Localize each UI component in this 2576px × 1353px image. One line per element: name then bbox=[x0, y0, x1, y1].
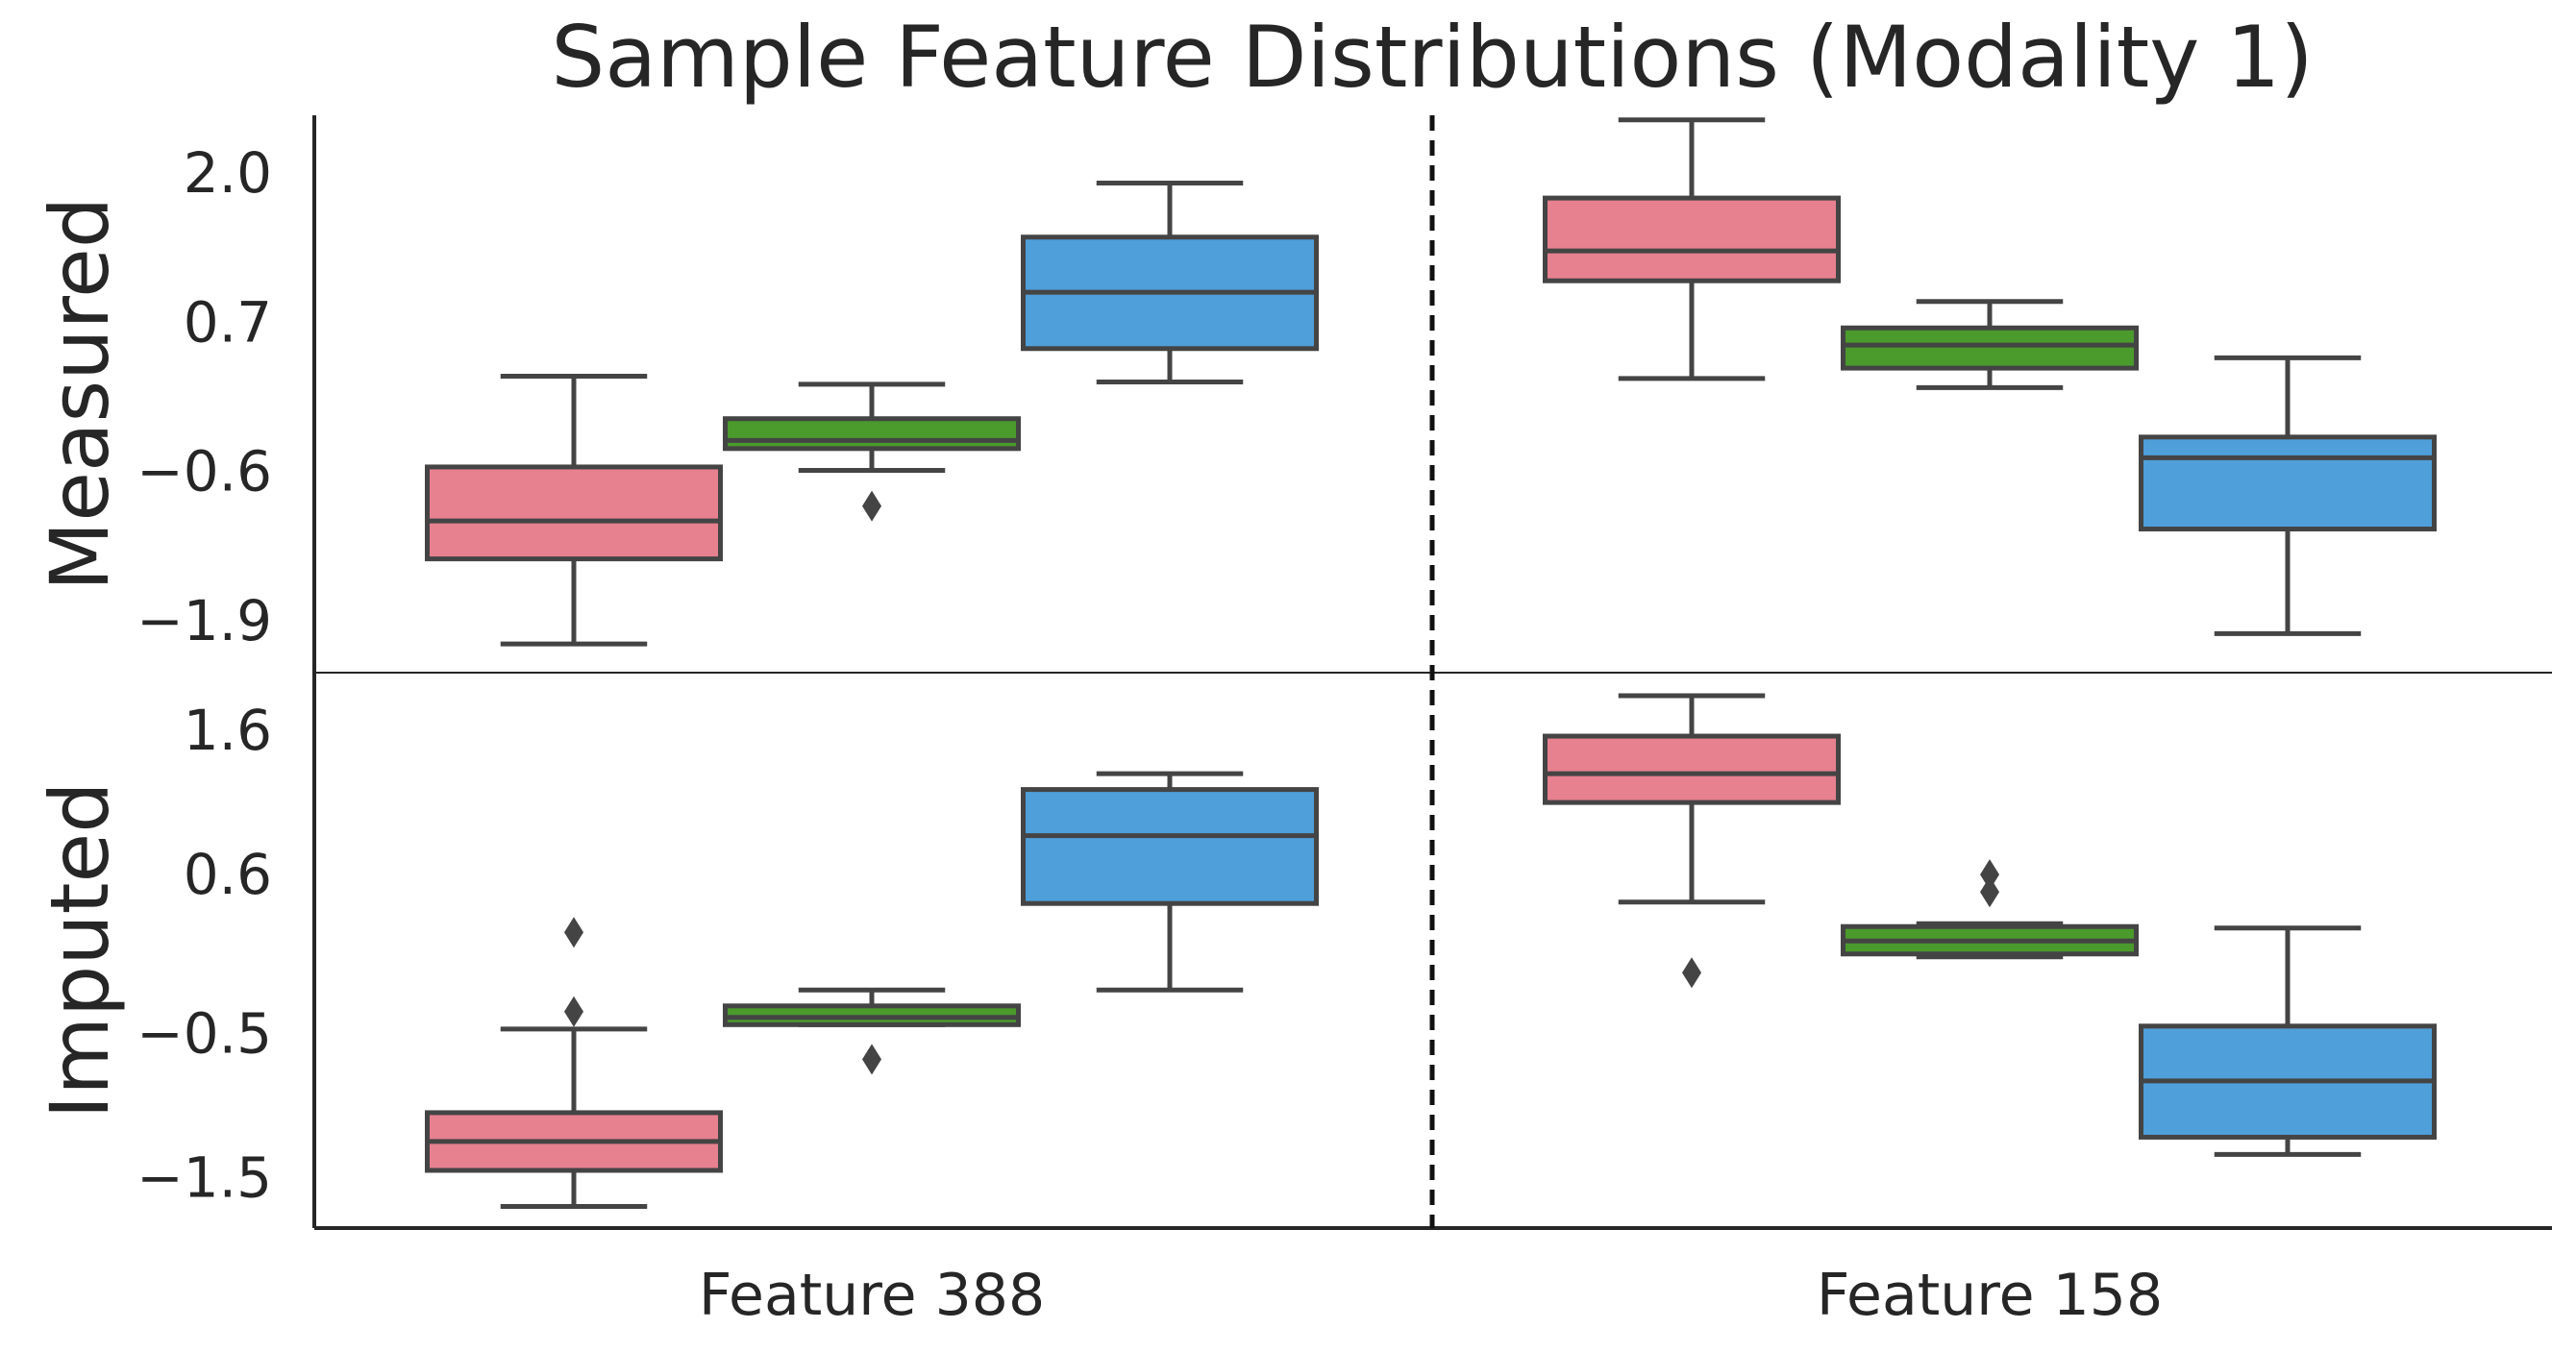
y-tick-label: 1.6 bbox=[184, 698, 272, 763]
outlier-marker bbox=[564, 917, 583, 948]
box-body bbox=[1543, 733, 1841, 805]
box-measured-1-2 bbox=[2139, 355, 2437, 636]
box-body bbox=[2139, 434, 2437, 532]
row-label: Measured bbox=[33, 197, 127, 591]
x-tick-label: Feature 158 bbox=[1817, 1262, 2163, 1329]
box-body bbox=[723, 416, 1021, 452]
y-tick-label: 0.6 bbox=[184, 842, 272, 907]
box-imputed-0-1 bbox=[723, 987, 1021, 1075]
outlier-marker bbox=[564, 996, 583, 1027]
chart-title: Sample Feature Distributions (Modality 1… bbox=[551, 8, 2313, 107]
box-measured-1-1 bbox=[1841, 299, 2139, 390]
outlier-marker bbox=[1980, 859, 1999, 891]
box-imputed-1-2 bbox=[2139, 925, 2437, 1157]
box-body bbox=[1021, 787, 1319, 906]
box-body bbox=[1543, 195, 1841, 283]
panel-measured: Measured 2.0 0.7 −0.6 −1.9 bbox=[33, 117, 2437, 653]
y-tick-label: −1.9 bbox=[136, 588, 272, 653]
y-tick-label: 2.0 bbox=[184, 140, 272, 206]
row-label: Imputed bbox=[33, 781, 127, 1119]
box-imputed-0-0 bbox=[425, 917, 723, 1209]
outlier-marker bbox=[1682, 957, 1701, 989]
box-body bbox=[1841, 325, 2139, 371]
box-measured-0-2 bbox=[1021, 181, 1319, 384]
outlier-marker bbox=[862, 490, 881, 522]
box-body bbox=[425, 464, 723, 562]
x-tick-label: Feature 388 bbox=[699, 1262, 1045, 1329]
outlier-marker bbox=[1980, 876, 1999, 908]
box-measured-0-0 bbox=[425, 373, 723, 647]
box-imputed-1-1 bbox=[1841, 859, 2139, 960]
y-tick-label: 0.7 bbox=[184, 289, 272, 355]
box-imputed-1-0 bbox=[1543, 693, 1841, 989]
box-imputed-0-2 bbox=[1021, 771, 1319, 993]
y-tick-label: −1.5 bbox=[136, 1144, 272, 1210]
panel-imputed: Imputed 1.6 0.6 −0.5 −1.5 bbox=[33, 693, 2437, 1210]
y-tick-label: −0.5 bbox=[136, 1000, 272, 1066]
y-tick-label: −0.6 bbox=[136, 439, 272, 504]
box-measured-0-1 bbox=[723, 381, 1021, 522]
box-measured-1-0 bbox=[1543, 117, 1841, 381]
outlier-marker bbox=[862, 1044, 881, 1075]
